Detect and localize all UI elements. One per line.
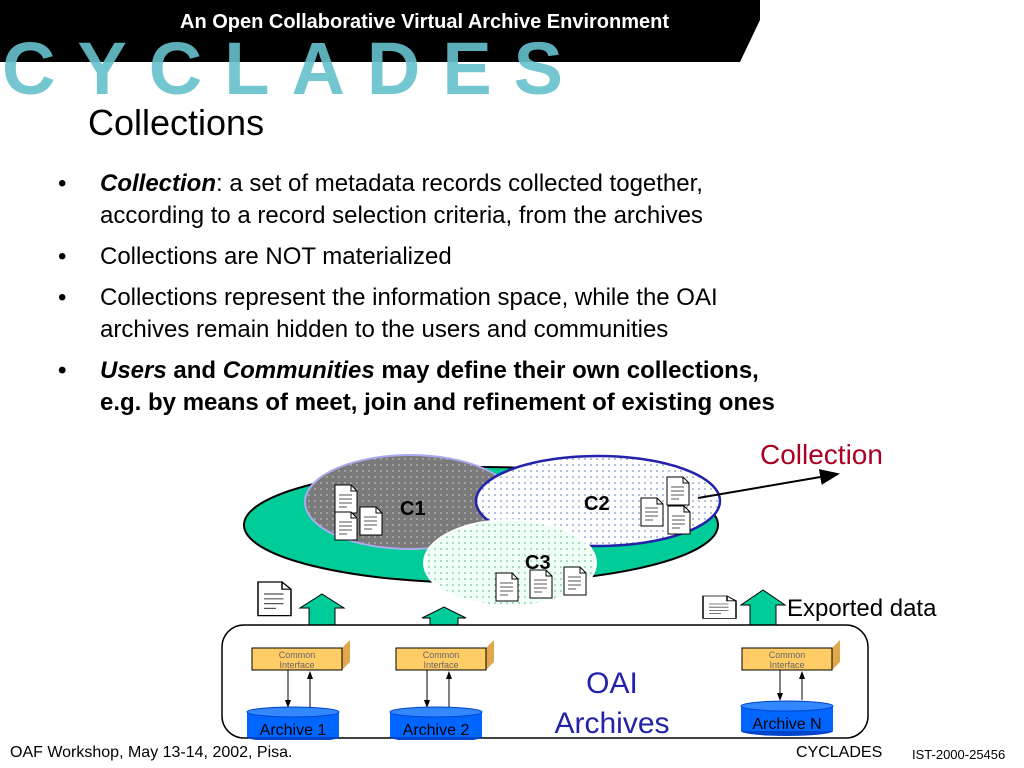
oai-archives-box — [221, 624, 869, 739]
record-document-icon — [563, 566, 587, 596]
bullet-not-materialized: • Collections are NOT materialized — [58, 241, 958, 273]
record-document-icon — [529, 569, 553, 599]
bullet-users-communities: • Users and Communities may define their… — [58, 355, 958, 419]
collection-label: Collection — [760, 439, 883, 470]
oai-label-line2: Archives — [554, 707, 669, 740]
record-document-icon — [640, 497, 664, 527]
bullet-text: e.g. by means of meet, join and refineme… — [100, 389, 775, 416]
banner-tagline: An Open Collaborative Virtual Archive En… — [180, 11, 669, 33]
record-document-icon — [667, 505, 691, 535]
banner-band — [0, 0, 760, 62]
c1-label: C1 — [400, 498, 426, 520]
bullet-dot: • — [58, 357, 67, 384]
collection-c3-ellipse — [423, 519, 597, 607]
slide-title: Collections — [88, 102, 265, 143]
bullet-collection-definition: • Collection: a set of metadata records … — [58, 168, 958, 232]
term-users: Users — [100, 357, 167, 384]
oai-label-line1: OAI — [586, 667, 638, 700]
export-arrow-up-icon — [739, 589, 787, 627]
archive-label: Archive 2 — [403, 722, 470, 739]
footer-project-code: IST-2000-25456 — [912, 747, 1006, 762]
record-document-icon — [334, 511, 358, 541]
common-interface-label: Interface — [769, 660, 804, 670]
export-arrow-up-icon — [298, 593, 346, 627]
footer-event: OAF Workshop, May 13-14, 2002, Pisa. — [10, 744, 293, 761]
footer-brand: CYCLADES — [796, 744, 883, 761]
bullet-text: archives remain hidden to the users and … — [100, 316, 669, 343]
record-document-icon — [359, 506, 383, 536]
bullet-text: Collections are NOT materialized — [100, 243, 452, 270]
common-interface-label: Common — [279, 650, 316, 660]
c3-label: C3 — [525, 552, 551, 574]
collection-pointer-arrow — [697, 469, 840, 499]
archive-group-2: Common Interface Archive 2 — [389, 640, 494, 740]
common-interface-label: Interface — [279, 660, 314, 670]
cyclades-banner: An Open Collaborative Virtual Archive En… — [0, 0, 760, 100]
record-document-icon — [666, 476, 690, 506]
bullet-text: Collections represent the information sp… — [100, 284, 718, 311]
export-arrow-up-icon — [421, 606, 467, 627]
archive-group-n: Common Interface Archive N — [740, 640, 840, 736]
common-interface-label: Common — [423, 650, 460, 660]
archive-group-1: Common Interface Archive 1 — [246, 640, 350, 740]
bullet-text: and — [166, 357, 223, 384]
common-interface-label: Common — [769, 650, 806, 660]
bullet-text: according to a record selection criteria… — [100, 202, 703, 229]
term-collection: Collection — [100, 170, 217, 197]
exported-data-label: Exported data — [787, 595, 937, 622]
exported-document-icon — [257, 581, 292, 617]
bullet-text: : a set of metadata records collected to… — [216, 170, 703, 197]
exported-document-icon — [702, 595, 737, 620]
bullet-information-space: • Collections represent the information … — [58, 282, 958, 346]
common-interface-box — [395, 647, 487, 671]
bullet-text: may define their own collections, — [374, 357, 759, 384]
bullet-dot: • — [58, 284, 67, 311]
common-interface-box — [741, 647, 833, 671]
cyclades-logo: CYCLADES — [2, 27, 585, 100]
bullet-dot: • — [58, 243, 67, 270]
collections-diagram: C1 C2 C3 Collection Exported data OAI Ar… — [221, 439, 937, 740]
term-communities: Communities — [222, 357, 375, 384]
record-document-icon — [334, 484, 358, 514]
record-document-icon — [495, 572, 519, 602]
bullet-list: • Collection: a set of metadata records … — [58, 168, 958, 428]
common-interface-label: Interface — [423, 660, 458, 670]
archive-label: Archive 1 — [260, 722, 327, 739]
archive-label: Archive N — [752, 716, 821, 733]
common-interface-box — [251, 647, 343, 671]
c2-label: C2 — [584, 493, 610, 515]
bullet-dot: • — [58, 170, 67, 197]
